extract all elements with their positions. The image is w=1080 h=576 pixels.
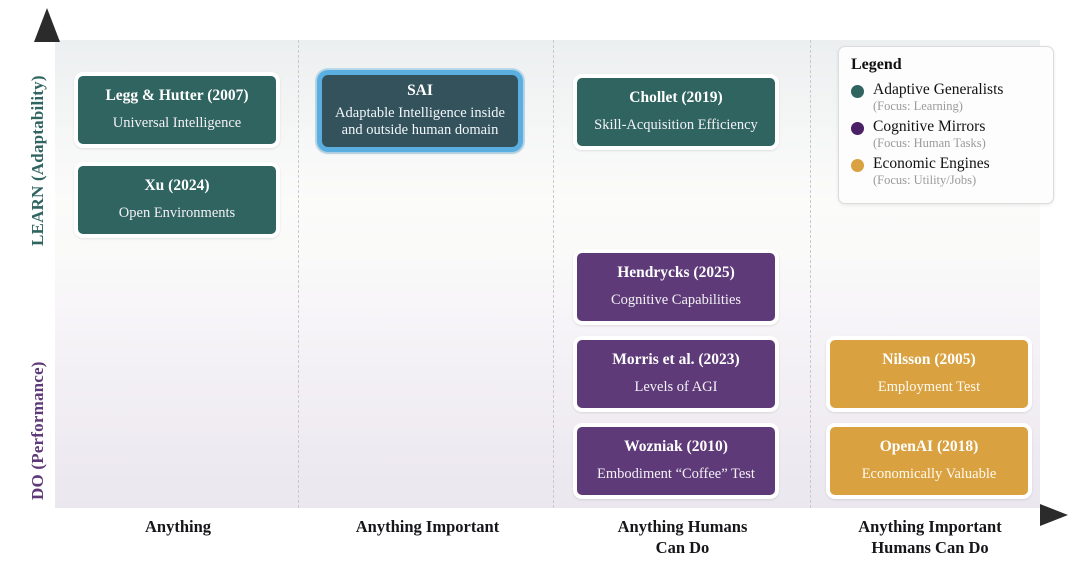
concept-box-subtitle: Adaptable Intelligence inside and outsid… [335,104,505,139]
legend-item-adaptive-generalists[interactable]: Adaptive Generalists (Focus: Learning) [851,81,1041,115]
y-axis-label-learn: LEARN (Adaptability) [28,75,47,246]
concept-box-wozniak-2010[interactable]: Wozniak (2010) Embodiment “Coffee” Test [573,423,779,499]
legend-item-cognitive-mirrors[interactable]: Cognitive Mirrors (Focus: Human Tasks) [851,118,1041,152]
legend-item-label: Cognitive Mirrors [873,117,986,135]
y-axis-label-do: DO (Performance) [28,361,47,500]
concept-box-xu-2024[interactable]: Xu (2024) Open Environments [74,162,280,238]
legend-title: Legend [851,56,902,73]
legend-color-swatch-icon [851,85,864,98]
concept-box-subtitle: Open Environments [118,204,236,221]
legend-item-label: Economic Engines [873,154,990,172]
legend-panel: Legend Adaptive Generalists (Focus: Lear… [838,46,1054,204]
column-divider-3 [810,40,811,508]
concept-box-hendrycks-2025[interactable]: Hendrycks (2025) Cognitive Capabilities [573,249,779,325]
concept-box-title: Xu (2024) [144,177,210,195]
concept-box-legg-hutter-2007[interactable]: Legg & Hutter (2007) Universal Intellige… [74,72,280,148]
concept-box-title: OpenAI (2018) [879,438,979,456]
legend-item-focus: (Focus: Human Tasks) [873,136,986,151]
x-axis-arrow-icon [1040,504,1068,526]
y-axis-arrow-icon [34,8,60,42]
legend-item-focus: (Focus: Utility/Jobs) [873,173,977,188]
concept-box-subtitle: Economically Valuable [861,465,997,482]
concept-box-title: Hendrycks (2025) [617,264,735,282]
column-divider-2 [553,40,554,508]
legend-item-focus: (Focus: Learning) [873,99,963,114]
concept-box-title: Chollet (2019) [629,89,723,107]
x-axis-label-anything-important: Anything Important [355,517,500,536]
concept-box-subtitle: Levels of AGI [634,378,718,395]
concept-box-title: Legg & Hutter (2007) [105,87,249,105]
concept-box-sai[interactable]: SAI Adaptable Intelligence inside and ou… [317,70,523,152]
concept-box-title: Wozniak (2010) [624,438,728,456]
concept-box-openai-2018[interactable]: OpenAI (2018) Economically Valuable [826,423,1032,499]
legend-color-swatch-icon [851,158,864,172]
concept-box-subtitle: Skill-Acquisition Efficiency [594,116,758,133]
concept-box-title: SAI [407,82,433,100]
concept-box-subtitle: Universal Intelligence [112,114,242,131]
concept-box-subtitle: Cognitive Capabilities [610,291,742,308]
legend-item-economic-engines[interactable]: Economic Engines (Focus: Utility/Jobs) [851,155,1041,189]
concept-box-chollet-2019[interactable]: Chollet (2019) Skill-Acquisition Efficie… [573,74,779,150]
concept-box-title: Nilsson (2005) [882,351,976,369]
column-divider-1 [298,40,299,508]
legend-item-label: Adaptive Generalists [873,81,1004,98]
legend-color-swatch-icon [851,121,864,135]
concept-box-subtitle: Embodiment “Coffee” Test [597,465,755,482]
concept-box-nilsson-2005[interactable]: Nilsson (2005) Employment Test [826,336,1032,412]
concept-box-title: Morris et al. (2023) [612,351,740,369]
x-axis-label-anything: Anything [144,517,212,536]
concept-box-subtitle: Employment Test [877,378,981,395]
concept-box-morris-et-al-2023[interactable]: Morris et al. (2023) Levels of AGI [573,336,779,412]
